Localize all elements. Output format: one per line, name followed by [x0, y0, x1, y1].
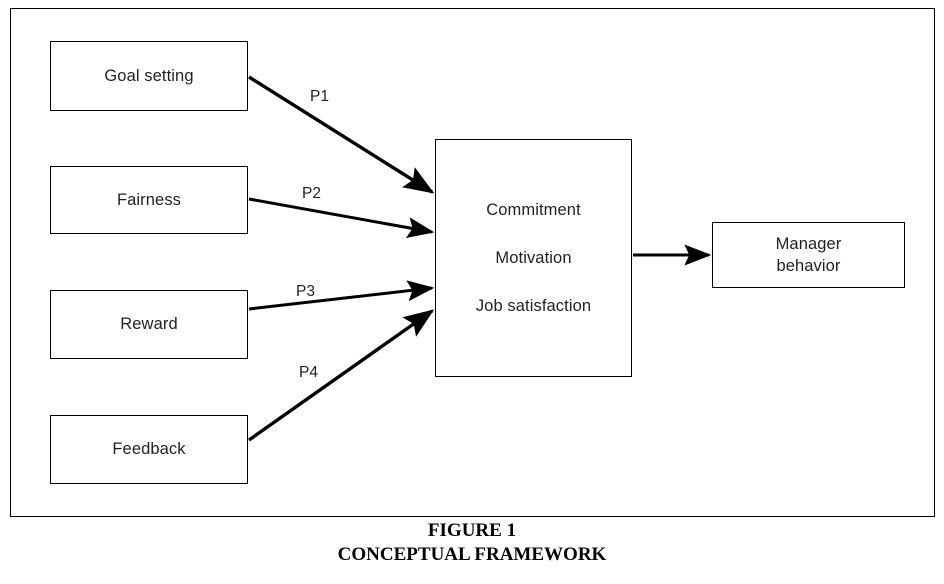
node-manager-behavior[interactable]: Manager behavior [712, 222, 905, 288]
node-goal-setting[interactable]: Goal setting [50, 41, 248, 111]
diagram-frame [10, 8, 935, 517]
proposition-label-p3: P3 [296, 283, 315, 300]
node-manager-behavior-label: Manager behavior [775, 234, 842, 275]
figure-caption-title: FIGURE 1 [427, 520, 517, 541]
node-reward[interactable]: Reward [50, 290, 248, 359]
mediator-job-satisfaction: Job satisfaction [475, 297, 592, 316]
proposition-label-p4: P4 [299, 364, 318, 381]
node-feedback-label: Feedback [112, 440, 186, 459]
node-reward-label: Reward [120, 315, 178, 334]
figure-caption-subtitle: CONCEPTUAL FRAMEWORK [337, 544, 607, 566]
mediator-motivation: Motivation [495, 248, 572, 267]
node-feedback[interactable]: Feedback [50, 415, 248, 484]
node-mediators[interactable]: Commitment Motivation Job satisfaction [435, 139, 632, 377]
node-fairness[interactable]: Fairness [50, 166, 248, 234]
node-goal-setting-label: Goal setting [104, 66, 194, 85]
figure-caption: FIGURE 1 CONCEPTUAL FRAMEWORK [0, 519, 944, 567]
mediator-commitment: Commitment [486, 200, 581, 219]
proposition-label-p2: P2 [302, 185, 321, 202]
node-fairness-label: Fairness [116, 190, 182, 209]
proposition-label-p1: P1 [310, 88, 329, 105]
